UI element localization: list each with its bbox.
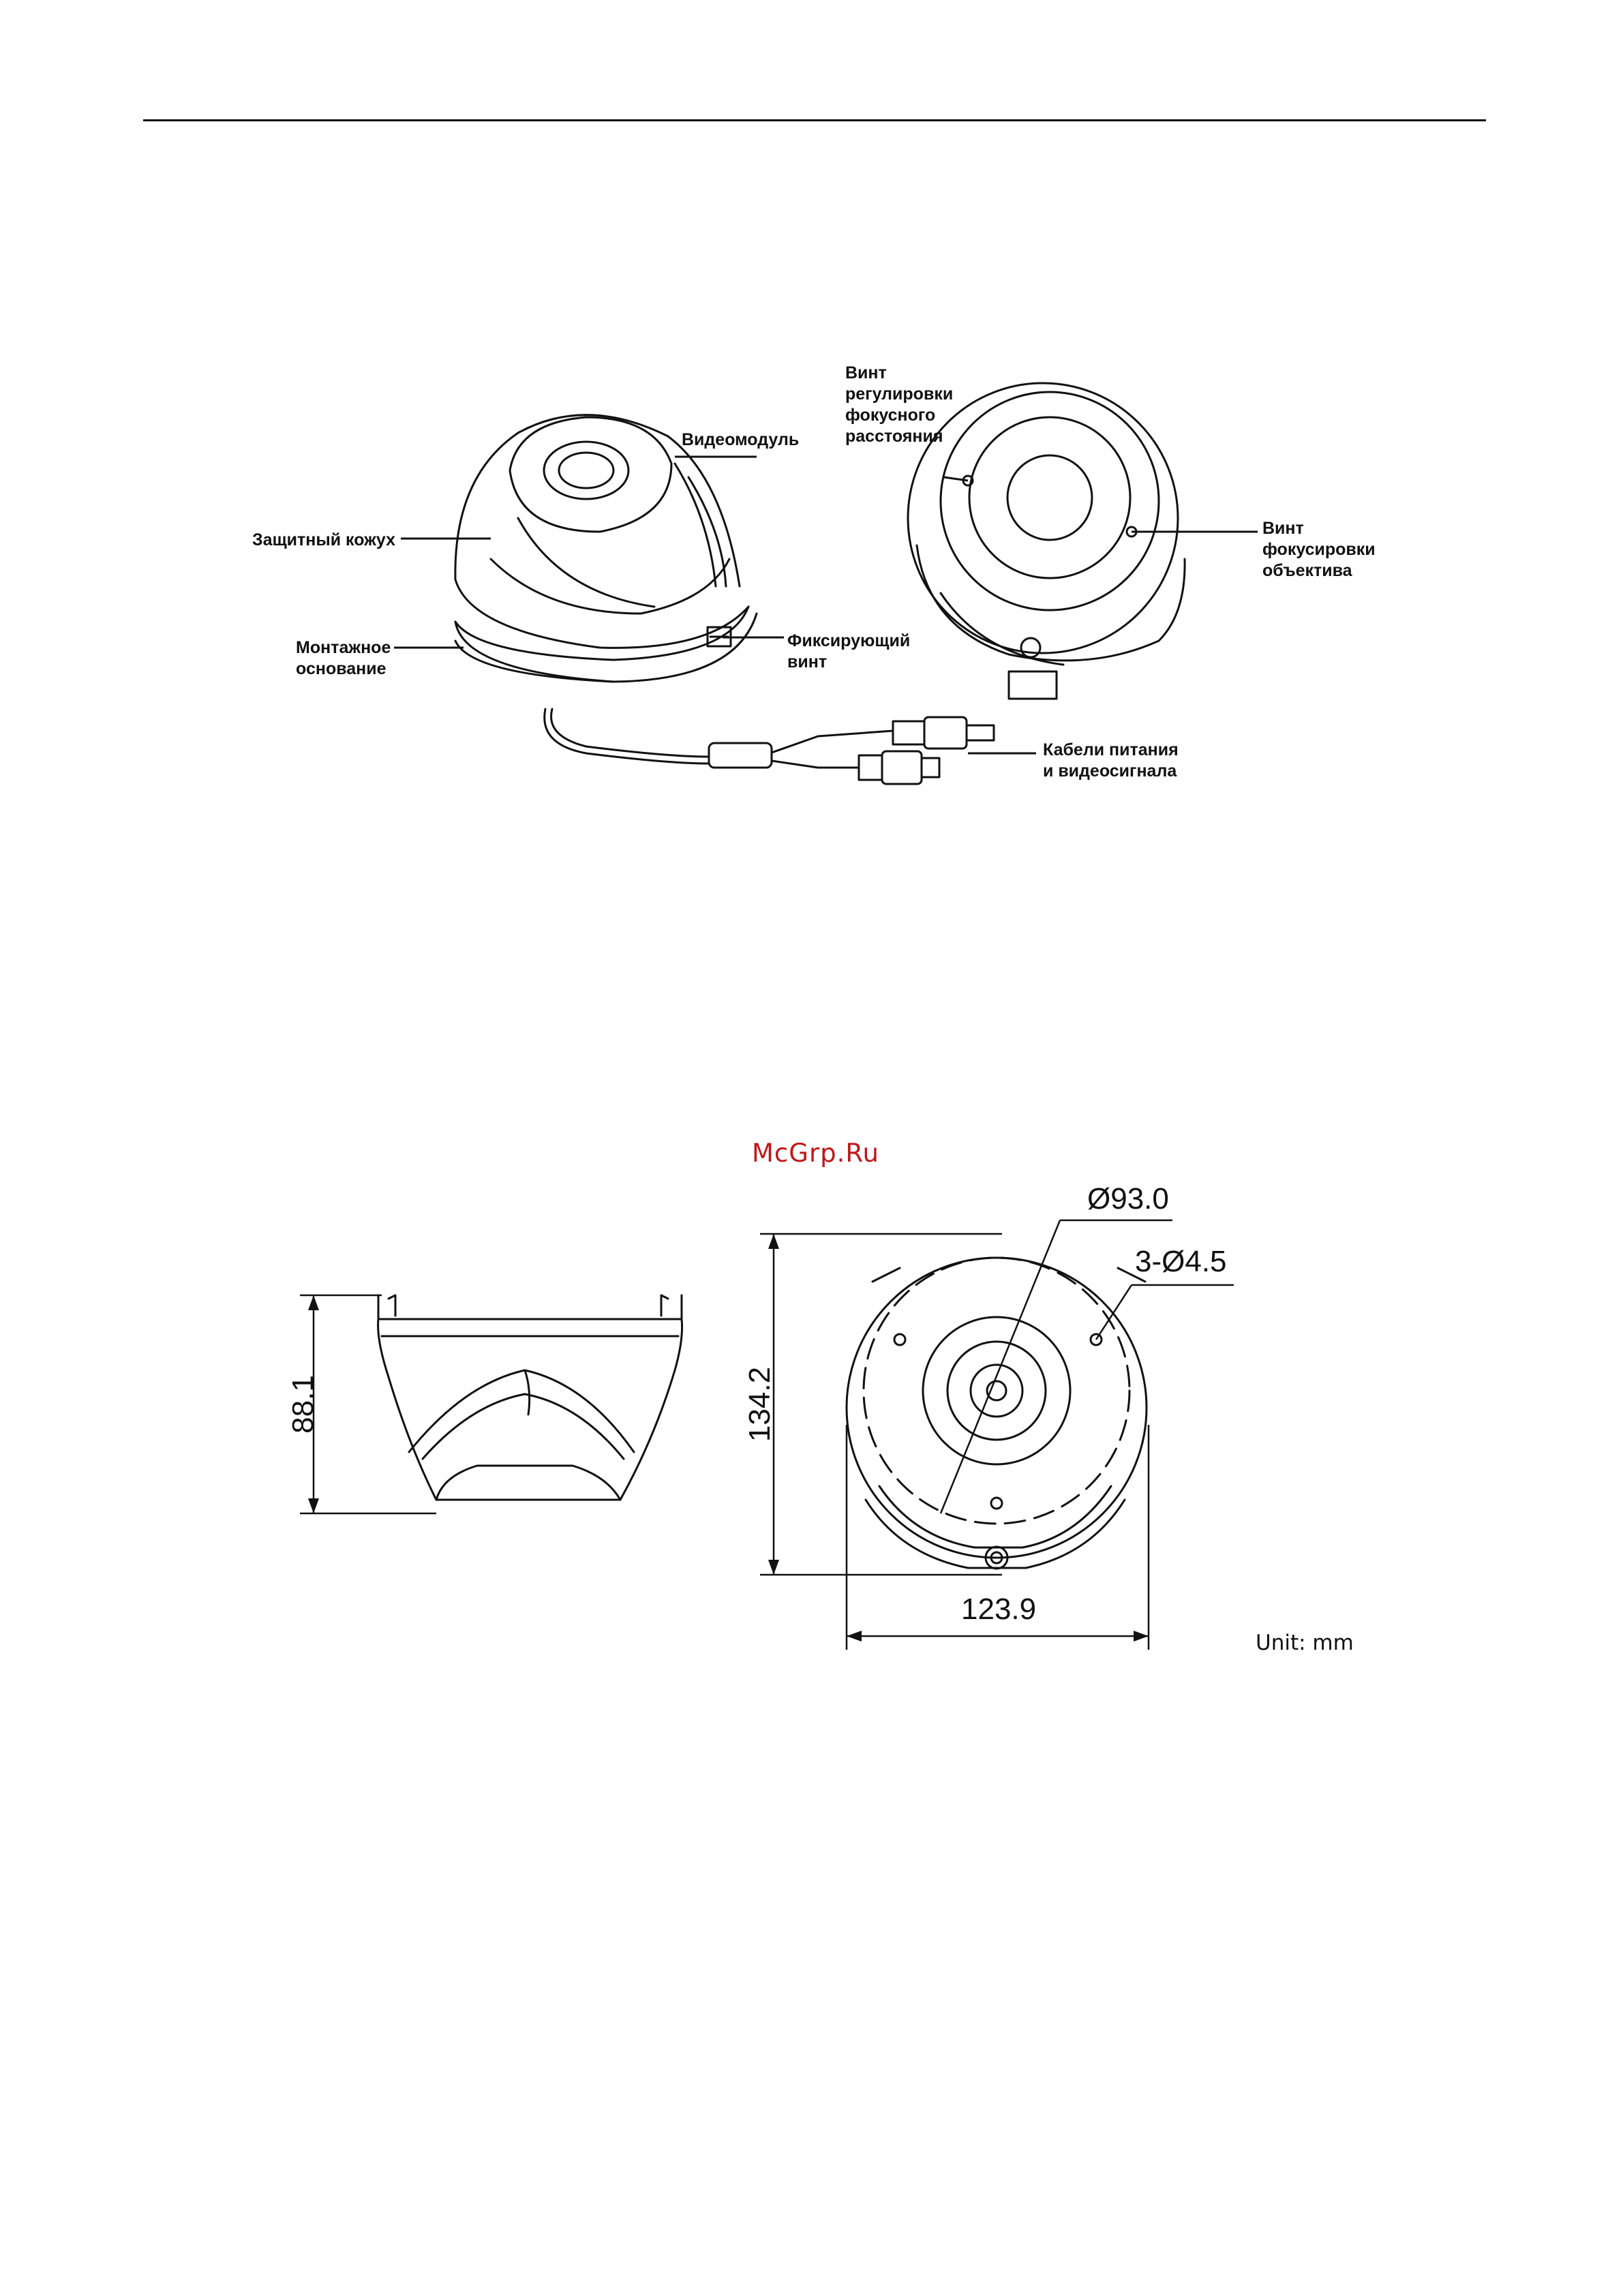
dimension-width-front: 123.9 [961,1592,1036,1627]
unit-label: Unit: mm [1256,1631,1354,1655]
dimension-height-front: 134.2 [743,1363,777,1445]
dimension-holes: 3-Ø4.5 [1135,1245,1227,1279]
dimension-height-side: 88.1 [286,1374,320,1435]
dimension-diameter: Ø93.0 [1087,1182,1169,1216]
